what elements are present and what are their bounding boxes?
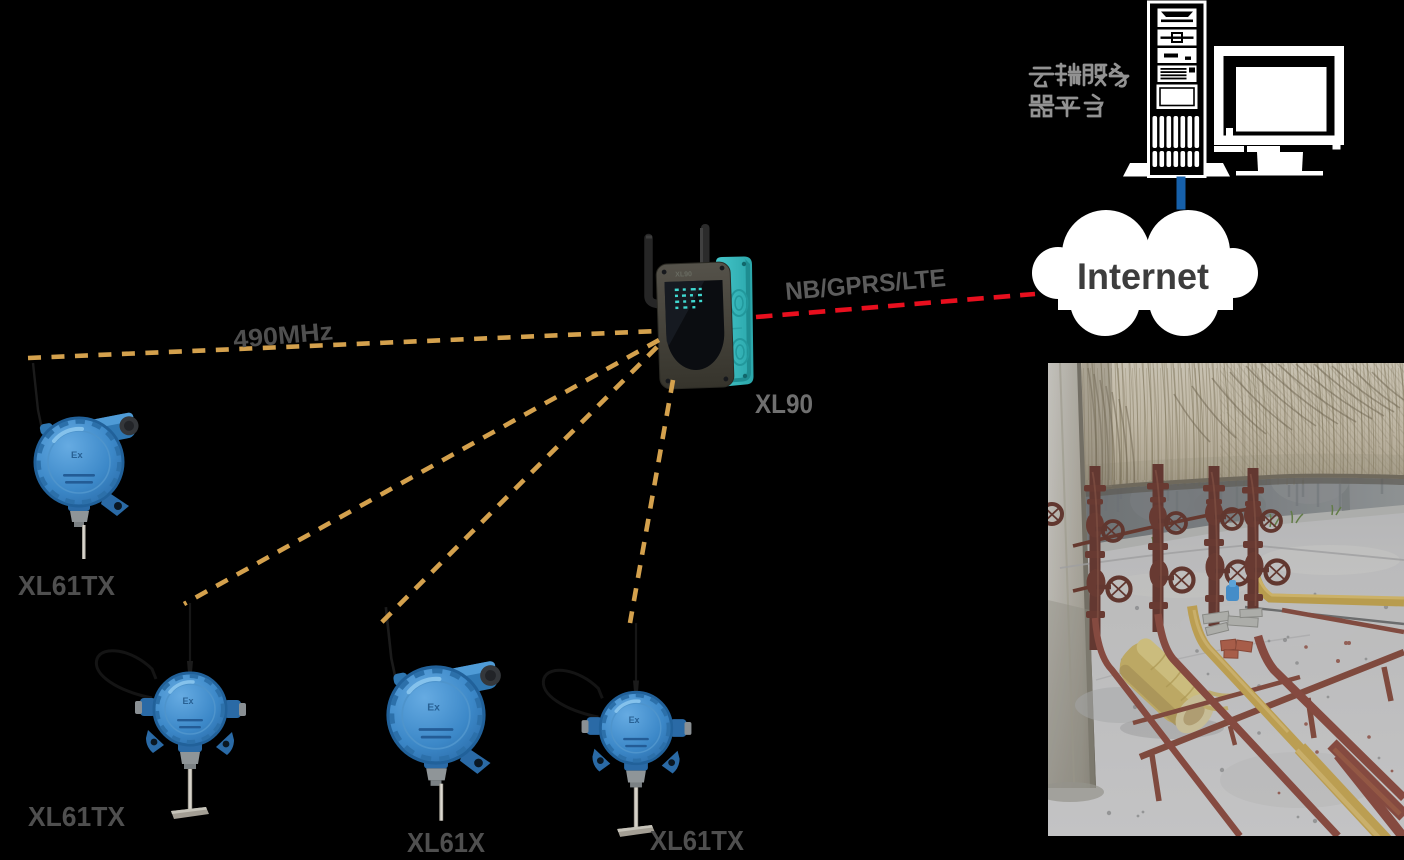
svg-text:XL61TX: XL61TX	[28, 801, 125, 832]
svg-text:XL90: XL90	[675, 271, 692, 279]
svg-text:NB/GPRS/LTE: NB/GPRS/LTE	[784, 264, 947, 306]
svg-text:490MHz: 490MHz	[232, 317, 334, 354]
svg-text:XL61TX: XL61TX	[18, 570, 115, 601]
svg-text:XL61X: XL61X	[407, 827, 485, 858]
svg-text:XL90: XL90	[755, 389, 813, 419]
svg-text:XL61TX: XL61TX	[650, 825, 744, 856]
svg-text:Internet: Internet	[1077, 256, 1209, 297]
